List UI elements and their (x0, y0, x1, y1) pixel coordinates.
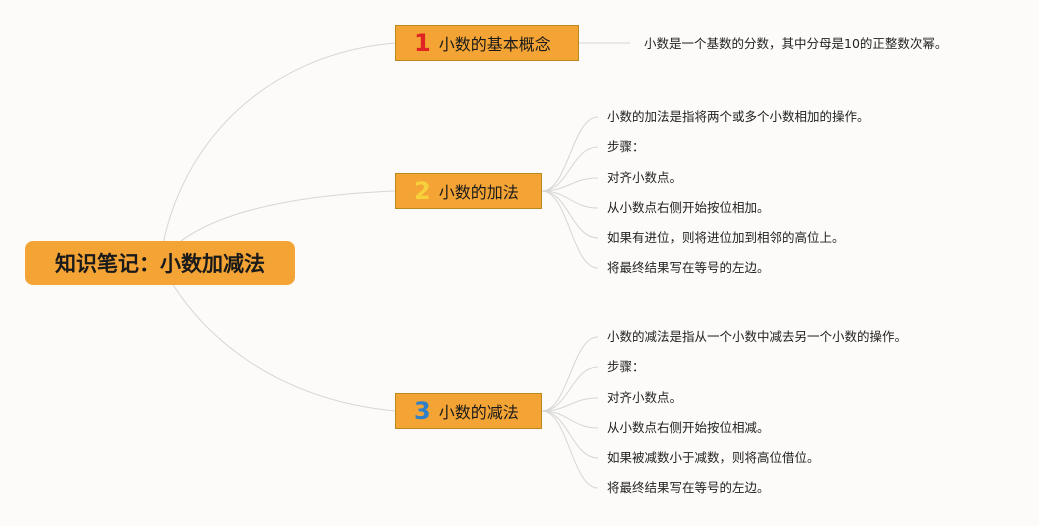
connector-branch-3-leaf (541, 336, 599, 412)
branch-label: 小数的基本概念 (438, 35, 551, 54)
connector-branch-2-leaf (541, 190, 599, 209)
connector-branch-2-leaf (541, 146, 599, 192)
connector-branch-2-leaf (541, 177, 599, 192)
branch-node-basic-concept[interactable]: 1 小数的基本概念 (395, 25, 579, 61)
leaf-item: 从小数点右侧开始按位相减。 (607, 420, 770, 435)
connector-root-branch-3 (159, 261, 396, 412)
leaf-item: 将最终结果写在等号的左边。 (607, 480, 770, 495)
connector-branch-3-leaf (541, 397, 599, 412)
connector-branch-2-leaf (541, 190, 599, 239)
leaf-item: 对齐小数点。 (607, 390, 683, 405)
connector-branch-3-leaf (541, 410, 599, 489)
connector-branch-2-leaf (541, 190, 599, 269)
leaf-item: 如果被减数小于减数，则将高位借位。 (607, 450, 820, 465)
branch-label: 小数的加法 (438, 183, 519, 202)
root-label: 知识笔记：小数加减法 (55, 252, 265, 276)
connector-root-branch-1 (159, 42, 396, 263)
leaf-item: 对齐小数点。 (607, 170, 683, 185)
leaf-item: 小数的减法是指从一个小数中减去另一个小数的操作。 (607, 329, 908, 344)
branch-label: 小数的减法 (438, 403, 519, 422)
root-node[interactable]: 知识笔记：小数加减法 (25, 241, 295, 285)
connector-branch-2-leaf (541, 116, 599, 192)
leaf-item: 步骤： (607, 359, 645, 374)
leaf-item: 如果有进位，则将进位加到相邻的高位上。 (607, 230, 845, 245)
leaf-item: 小数是一个基数的分数，其中分母是10的正整数次幂。 (644, 36, 948, 51)
connector-branch-3-leaf (541, 366, 599, 412)
leaf-item: 小数的加法是指将两个或多个小数相加的操作。 (607, 109, 870, 124)
leaf-item: 从小数点右侧开始按位相加。 (607, 200, 770, 215)
branch-number-1: 1 (414, 29, 431, 57)
branch-number-3: 3 (414, 397, 431, 425)
leaf-item: 将最终结果写在等号的左边。 (607, 260, 770, 275)
branch-node-addition[interactable]: 2 小数的加法 (395, 173, 542, 209)
branch-number-2: 2 (414, 177, 431, 205)
connector-branch-3-leaf (541, 410, 599, 459)
branch-node-subtraction[interactable]: 3 小数的减法 (395, 393, 542, 429)
connector-branch-3-leaf (541, 410, 599, 429)
leaf-item: 步骤： (607, 139, 645, 154)
